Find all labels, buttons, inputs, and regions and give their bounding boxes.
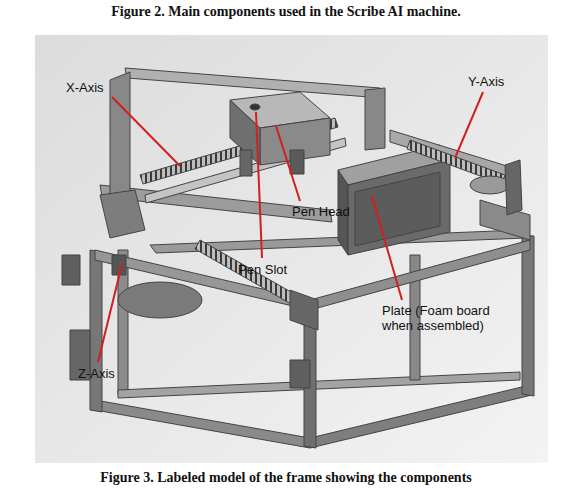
part-label: Y-Axis <box>468 74 504 89</box>
part-label: Pen Slot <box>238 262 287 277</box>
part-label: Pen Head <box>292 204 350 219</box>
part-label: Plate (Foam board when assembled) <box>382 303 504 333</box>
part-label: X-Axis <box>66 80 104 95</box>
part-label: Z-Axis <box>78 366 115 381</box>
figure-caption: Figure 3. Labeled model of the frame sho… <box>100 470 472 486</box>
figure-caption: Figure 2. Main components used in the Sc… <box>111 4 460 20</box>
